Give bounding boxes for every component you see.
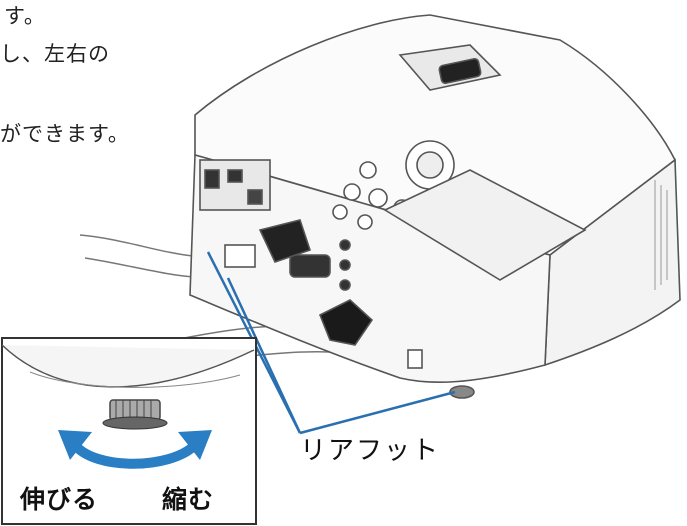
shrink-label: 縮む (162, 485, 215, 514)
arrow-left-icon (58, 430, 92, 460)
arrow-right-icon (178, 430, 212, 460)
manual-text-line-3: ができます。 (0, 122, 130, 146)
inset-box (1, 337, 257, 525)
extend-label: 伸びる (20, 485, 99, 514)
rear-foot-label: リアフット (300, 436, 441, 466)
rotation-arrows (70, 440, 200, 469)
manual-text-line-1: す。 (4, 4, 46, 28)
manual-text-line-2: し、左右の (0, 42, 110, 66)
projector-body (189, 14, 681, 399)
